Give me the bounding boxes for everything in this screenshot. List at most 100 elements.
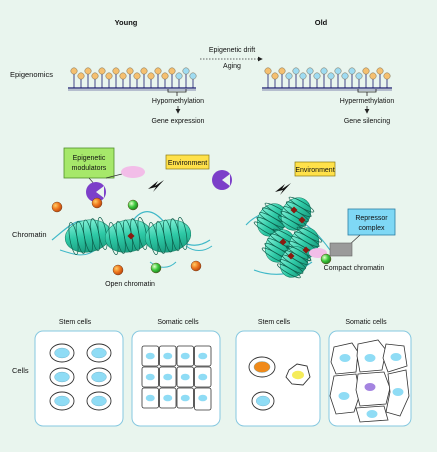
old-methyl-site bbox=[285, 72, 293, 80]
old-somatic-cells-label: Somatic cells bbox=[345, 319, 387, 326]
lightning-icon bbox=[148, 180, 164, 192]
epigenetic-modulators-line1: Epigenetic bbox=[73, 155, 106, 162]
gene-silencing-label: Gene silencing bbox=[344, 118, 390, 125]
repressor-complex-line2: complex bbox=[358, 225, 385, 232]
young-somatic-nucleus-5 bbox=[145, 373, 155, 381]
young-methyl-site bbox=[133, 72, 141, 80]
histone-mark-old-1 bbox=[290, 206, 298, 214]
gene-expression-label: Gene expression bbox=[152, 118, 205, 125]
repressor-complex-line1: Repressor bbox=[355, 215, 388, 222]
histone-mark-old-3 bbox=[279, 238, 287, 246]
repressor-gray-block bbox=[329, 242, 353, 257]
young-methyl-site bbox=[168, 67, 176, 75]
young-somatic-nucleus-10 bbox=[163, 394, 173, 402]
young-methyl-site bbox=[182, 67, 190, 75]
histone-ball-old bbox=[320, 253, 332, 265]
histone-mark-young bbox=[127, 232, 135, 240]
old-stem-cell-3-nucleus bbox=[255, 395, 271, 407]
aging-label: Aging bbox=[223, 63, 241, 70]
old-somatic-nucleus-6 bbox=[392, 388, 404, 396]
young-somatic-nucleus-1 bbox=[145, 352, 155, 360]
old-somatic-nucleus-5 bbox=[364, 383, 376, 391]
histone-mark-old-4 bbox=[287, 252, 295, 260]
epigenetic-drift-label: Epigenetic drift bbox=[209, 47, 255, 54]
old-dna-strand bbox=[262, 67, 392, 91]
histone-ball-young-4 bbox=[112, 264, 124, 276]
histone-ball-young-6 bbox=[190, 260, 202, 272]
old-stem-cells-label: Stem cells bbox=[258, 319, 291, 326]
nucleosome-young-3 bbox=[144, 217, 192, 255]
old-methyl-site bbox=[292, 67, 300, 75]
histone-mark-old-2 bbox=[298, 216, 306, 224]
old-methyl-site bbox=[313, 72, 321, 80]
epigenetic-modulators-line2: modulators bbox=[72, 165, 107, 172]
row-label-chromatin: Chromatin bbox=[12, 230, 47, 239]
young-stem-cell-4-nucleus bbox=[91, 371, 107, 383]
young-somatic-cells-label: Somatic cells bbox=[157, 319, 199, 326]
nucleosome-old-5 bbox=[276, 245, 312, 279]
compact-chromatin-fiber bbox=[245, 196, 332, 279]
young-somatic-nucleus-9 bbox=[145, 394, 155, 402]
young-stem-cell-3-nucleus bbox=[54, 371, 70, 383]
old-methyl-site bbox=[306, 67, 314, 75]
row-label-cells: Cells bbox=[12, 366, 29, 375]
old-somatic-nucleus-3 bbox=[390, 353, 402, 361]
epigenetic-modulators-box bbox=[63, 147, 115, 179]
histone-ball-young-5 bbox=[150, 262, 162, 274]
young-somatic-nucleus-3 bbox=[180, 352, 190, 360]
young-somatic-nucleus-8 bbox=[198, 373, 208, 381]
young-dna-strand bbox=[68, 67, 197, 91]
repressor-complex-box bbox=[347, 208, 396, 236]
old-methyl-site bbox=[341, 72, 349, 80]
young-methyl-site bbox=[91, 72, 99, 80]
old-methyl-site bbox=[383, 72, 391, 80]
hypermethylation-bracket bbox=[357, 89, 377, 96]
old-stem-cell-1-nucleus bbox=[253, 361, 271, 373]
young-methyl-site bbox=[140, 67, 148, 75]
hypermethylation-label: Hypermethylation bbox=[340, 98, 395, 105]
row-label-epigenomics: Epigenomics bbox=[10, 70, 53, 79]
young-methyl-site bbox=[189, 72, 197, 80]
environment-box-young bbox=[165, 154, 210, 170]
compact-chromatin-label: Compact chromatin bbox=[324, 265, 385, 272]
hypomethylation-label: Hypomethylation bbox=[152, 98, 204, 105]
young-methyl-site bbox=[70, 67, 78, 75]
header-young: Young bbox=[115, 18, 138, 27]
old-somatic-nucleus-2 bbox=[364, 354, 376, 362]
hypomethylation-bracket bbox=[167, 89, 187, 96]
young-methyl-site bbox=[84, 67, 92, 75]
old-methyl-site bbox=[264, 67, 272, 75]
old-methyl-site bbox=[271, 72, 279, 80]
young-somatic-nucleus-2 bbox=[163, 352, 173, 360]
young-somatic-nucleus-6 bbox=[163, 373, 173, 381]
young-somatic-nucleus-12 bbox=[198, 394, 208, 402]
young-somatic-nucleus-4 bbox=[198, 352, 208, 360]
young-stem-cell-2-nucleus bbox=[91, 347, 107, 359]
young-methyl-site bbox=[175, 72, 183, 80]
old-methyl-site bbox=[362, 67, 370, 75]
old-methyl-site bbox=[320, 67, 328, 75]
pink-modulator-ellipse bbox=[121, 166, 145, 178]
histone-mark-old-5 bbox=[302, 246, 310, 254]
environment-label-old: Environment bbox=[295, 167, 334, 174]
environment-label-young: Environment bbox=[168, 160, 207, 167]
histone-ball-young-1 bbox=[51, 201, 63, 213]
header-old: Old bbox=[315, 18, 328, 27]
old-somatic-nucleus-4 bbox=[338, 392, 350, 400]
nucleosome-old-1 bbox=[253, 202, 291, 238]
old-methyl-site bbox=[376, 67, 384, 75]
histone-ball-young-3 bbox=[127, 199, 139, 211]
nucleosome-young-1 bbox=[64, 217, 112, 255]
young-methyl-site bbox=[147, 72, 155, 80]
young-methyl-site bbox=[112, 67, 120, 75]
old-methyl-site bbox=[355, 72, 363, 80]
young-methyl-site bbox=[98, 67, 106, 75]
old-methyl-site bbox=[327, 72, 335, 80]
old-somatic-nucleus-7 bbox=[366, 410, 378, 418]
young-methyl-site bbox=[119, 72, 127, 80]
old-stem-cell-2-nucleus bbox=[292, 370, 304, 380]
young-methyl-site bbox=[161, 72, 169, 80]
young-somatic-nucleus-7 bbox=[180, 373, 190, 381]
